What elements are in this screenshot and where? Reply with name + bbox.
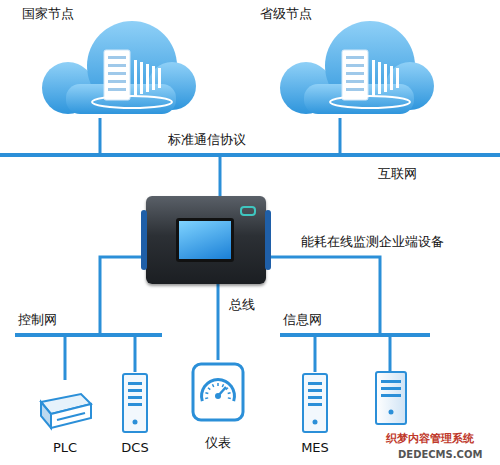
dcs-symbol	[113, 372, 157, 438]
node-label: 国家节点	[22, 6, 74, 22]
node-label: 标准通信协议	[168, 132, 246, 148]
network-wire	[100, 257, 146, 333]
mes-symbol	[295, 372, 335, 438]
cloud-node: 省级节点	[258, 6, 436, 118]
node-label: 信息网	[283, 312, 322, 328]
node-label: 控制网	[18, 312, 57, 328]
device-logo	[240, 206, 256, 216]
watermark: 织梦内容管理系统	[386, 432, 474, 446]
node-label: 互联网	[378, 166, 417, 182]
network-wire	[314, 337, 317, 372]
network-wire	[64, 337, 67, 380]
meter-symbol	[188, 360, 248, 432]
network-wire	[134, 337, 137, 372]
node-label: 仪表	[205, 435, 231, 451]
network-bus: 信息网	[280, 333, 430, 337]
dcs-icon-node: DCS	[113, 372, 157, 458]
monitor-device: 能耗在线监测企业端设备	[146, 196, 266, 284]
device-screen	[176, 218, 234, 262]
plc-symbol	[35, 380, 95, 446]
edge-label: 总线	[228, 297, 256, 313]
cloud-shape	[20, 6, 198, 118]
node-label: DCS	[121, 440, 148, 456]
network-wire	[339, 118, 342, 153]
device-housing	[146, 196, 266, 284]
network-bus: 控制网	[15, 333, 162, 337]
cloud-node: 国家节点	[20, 6, 198, 118]
network-wire	[219, 157, 222, 196]
plc-icon-node: PLC	[35, 380, 95, 458]
node-label: 能耗在线监测企业端设备	[301, 234, 444, 250]
watermark: DEDECMS.COM	[398, 448, 482, 462]
node-label: PLC	[53, 440, 77, 456]
meter-icon-node: 仪表	[188, 360, 248, 456]
mes-icon-node: MES	[295, 372, 335, 458]
network-wire	[99, 118, 102, 153]
network-wire	[266, 257, 380, 333]
device-handle	[141, 210, 147, 270]
network-wire	[217, 284, 220, 360]
device-handle	[265, 210, 271, 270]
cloud-shape	[258, 6, 436, 118]
network-bus: 标准通信协议互联网	[0, 153, 500, 157]
server-icon	[376, 372, 406, 424]
branch-wire	[389, 337, 392, 372]
node-label: 省级节点	[260, 6, 312, 22]
node-label: MES	[301, 440, 329, 456]
